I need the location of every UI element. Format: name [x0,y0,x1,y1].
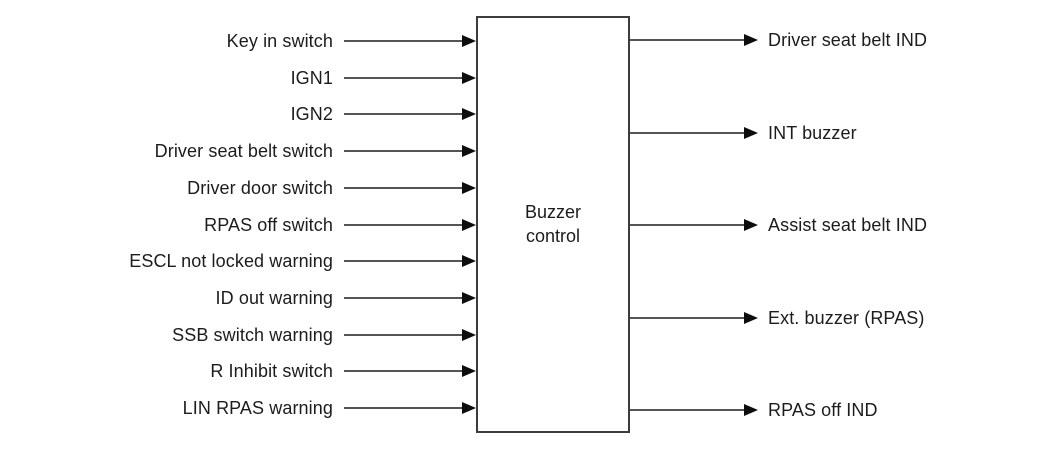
arrow-head [462,292,476,304]
output-row: Driver seat belt IND [630,22,927,58]
arrow-line [630,39,744,41]
arrow-head [744,219,758,231]
arrow-head [462,145,476,157]
input-label: RPAS off switch [204,214,333,235]
arrow-head [462,182,476,194]
arrow-line [630,132,744,134]
arrow-right-icon [344,402,476,414]
input-label: Key in switch [226,30,333,51]
output-row: Ext. buzzer (RPAS) [630,300,925,336]
output-row: Assist seat belt IND [630,207,927,243]
arrow-right-icon [344,329,476,341]
arrow-right-icon [344,292,476,304]
arrow-line [344,77,462,79]
input-label: SSB switch warning [172,324,333,345]
arrow-right-icon [344,145,476,157]
arrow-right-icon [630,404,758,416]
arrow-right-icon [630,219,758,231]
input-label: IGN2 [290,103,333,124]
arrow-line [344,150,462,152]
input-label: R Inhibit switch [210,360,333,381]
output-label: INT buzzer [768,122,857,143]
arrow-line [630,409,744,411]
input-label: IGN1 [290,67,333,88]
arrow-line [344,40,462,42]
arrow-right-icon [344,365,476,377]
block-label: Buzzer control [525,201,581,249]
arrow-right-icon [344,35,476,47]
arrow-line [344,407,462,409]
arrow-head [462,255,476,267]
arrow-right-icon [630,127,758,139]
input-label: Driver door switch [187,177,333,198]
arrow-head [462,402,476,414]
input-label: ESCL not locked warning [129,250,333,271]
input-row: ESCL not locked warning [0,243,476,279]
output-label: Driver seat belt IND [768,29,928,50]
arrow-right-icon [344,255,476,267]
arrow-line [630,224,744,226]
input-row: Driver door switch [0,170,476,206]
arrow-head [462,35,476,47]
arrow-right-icon [344,182,476,194]
output-label: Assist seat belt IND [768,214,928,235]
input-row: Key in switch [0,23,476,59]
input-row: SSB switch warning [0,317,476,353]
arrow-right-icon [630,312,758,324]
arrow-head [744,34,758,46]
output-label: RPAS off IND [768,399,878,420]
arrow-head [744,127,758,139]
arrow-right-icon [630,34,758,46]
input-label: Driver seat belt switch [154,140,333,161]
arrow-head [462,365,476,377]
input-row: IGN1 [0,60,476,96]
arrow-head [744,404,758,416]
arrow-line [344,370,462,372]
arrow-line [344,187,462,189]
input-row: Driver seat belt switch [0,133,476,169]
input-row: ID out warning [0,280,476,316]
input-label: ID out warning [215,287,333,308]
arrow-line [344,224,462,226]
output-row: INT buzzer [630,115,857,151]
arrow-head [462,108,476,120]
arrow-head [462,72,476,84]
arrow-line [630,317,744,319]
buzzer-control-block: Buzzer control [476,16,630,433]
arrow-right-icon [344,72,476,84]
arrow-right-icon [344,108,476,120]
input-label: LIN RPAS warning [182,397,333,418]
block-label-line1: Buzzer [524,201,582,222]
arrow-head [462,329,476,341]
input-row: LIN RPAS warning [0,390,476,426]
arrow-line [344,260,462,262]
output-label: Ext. buzzer (RPAS) [768,307,925,328]
arrow-line [344,113,462,115]
arrow-head [744,312,758,324]
input-row: R Inhibit switch [0,353,476,389]
arrow-line [344,297,462,299]
input-row: RPAS off switch [0,207,476,243]
block-label-line2: control [525,225,581,246]
output-row: RPAS off IND [630,392,878,428]
arrow-line [344,334,462,336]
arrow-head [462,219,476,231]
arrow-right-icon [344,219,476,231]
input-row: IGN2 [0,96,476,132]
